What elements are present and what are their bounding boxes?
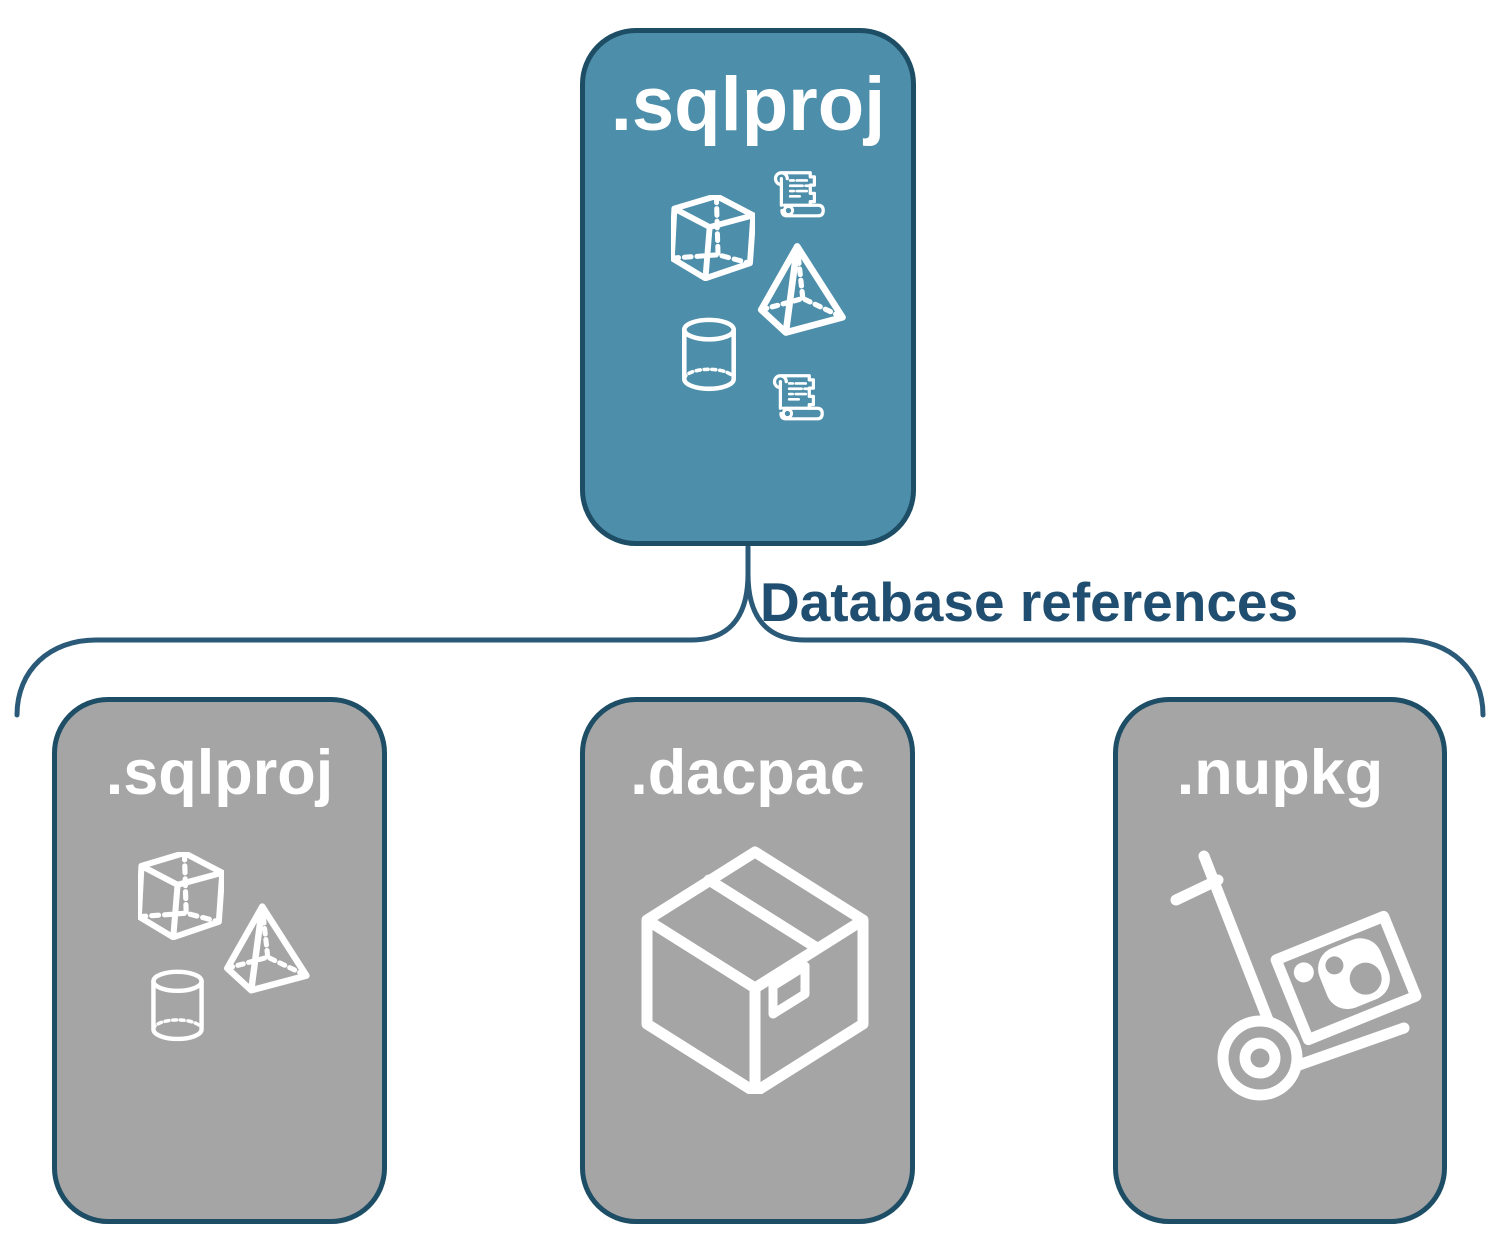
- connector-label: Database references: [760, 571, 1299, 633]
- cube-icon: [138, 852, 224, 940]
- node-child-dacpac: .dacpac: [580, 697, 915, 1224]
- script-scroll-icon: [773, 171, 825, 218]
- package-box-icon: [641, 846, 869, 1094]
- cylinder-icon: [682, 317, 736, 392]
- node-root-sqlproj: .sqlproj: [580, 28, 916, 546]
- node-child-sqlproj: .sqlproj: [52, 697, 387, 1224]
- pyramid-icon: [757, 243, 846, 336]
- pyramid-icon: [224, 903, 310, 994]
- hand-truck-package-icon: [1170, 850, 1422, 1101]
- child-node-title: .dacpac: [630, 738, 865, 808]
- cube-icon: [671, 195, 755, 281]
- cylinder-icon: [151, 969, 204, 1042]
- child-node-title: .nupkg: [1176, 738, 1384, 808]
- child-node-title: .sqlproj: [105, 738, 334, 808]
- node-child-nupkg: .nupkg: [1113, 697, 1447, 1224]
- root-node-title: .sqlproj: [610, 62, 886, 147]
- script-scroll-icon: [772, 374, 824, 421]
